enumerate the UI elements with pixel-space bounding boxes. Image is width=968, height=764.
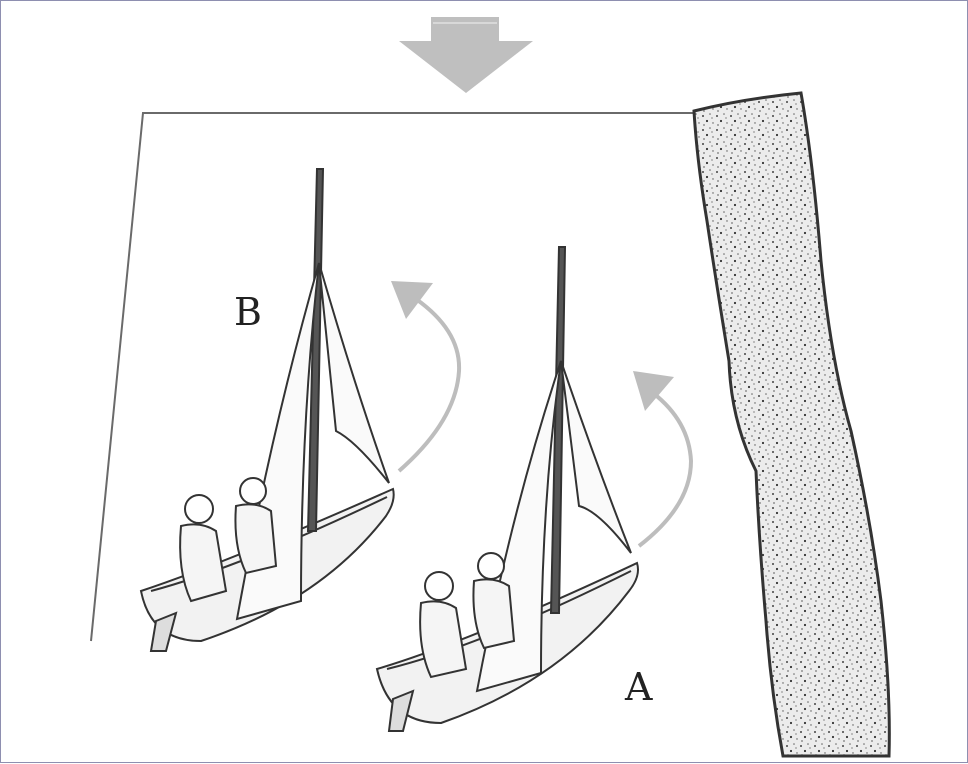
- wind-arrow-icon: [399, 17, 533, 93]
- curved-arrow-b-icon: [391, 281, 459, 471]
- sailboat-a: [377, 247, 638, 731]
- quay-wall: [694, 93, 889, 756]
- boat-b-label: B: [234, 293, 262, 331]
- boat-a-label: A: [625, 668, 652, 706]
- curved-arrow-a-icon: [633, 371, 691, 546]
- sailboat-b: [141, 169, 394, 651]
